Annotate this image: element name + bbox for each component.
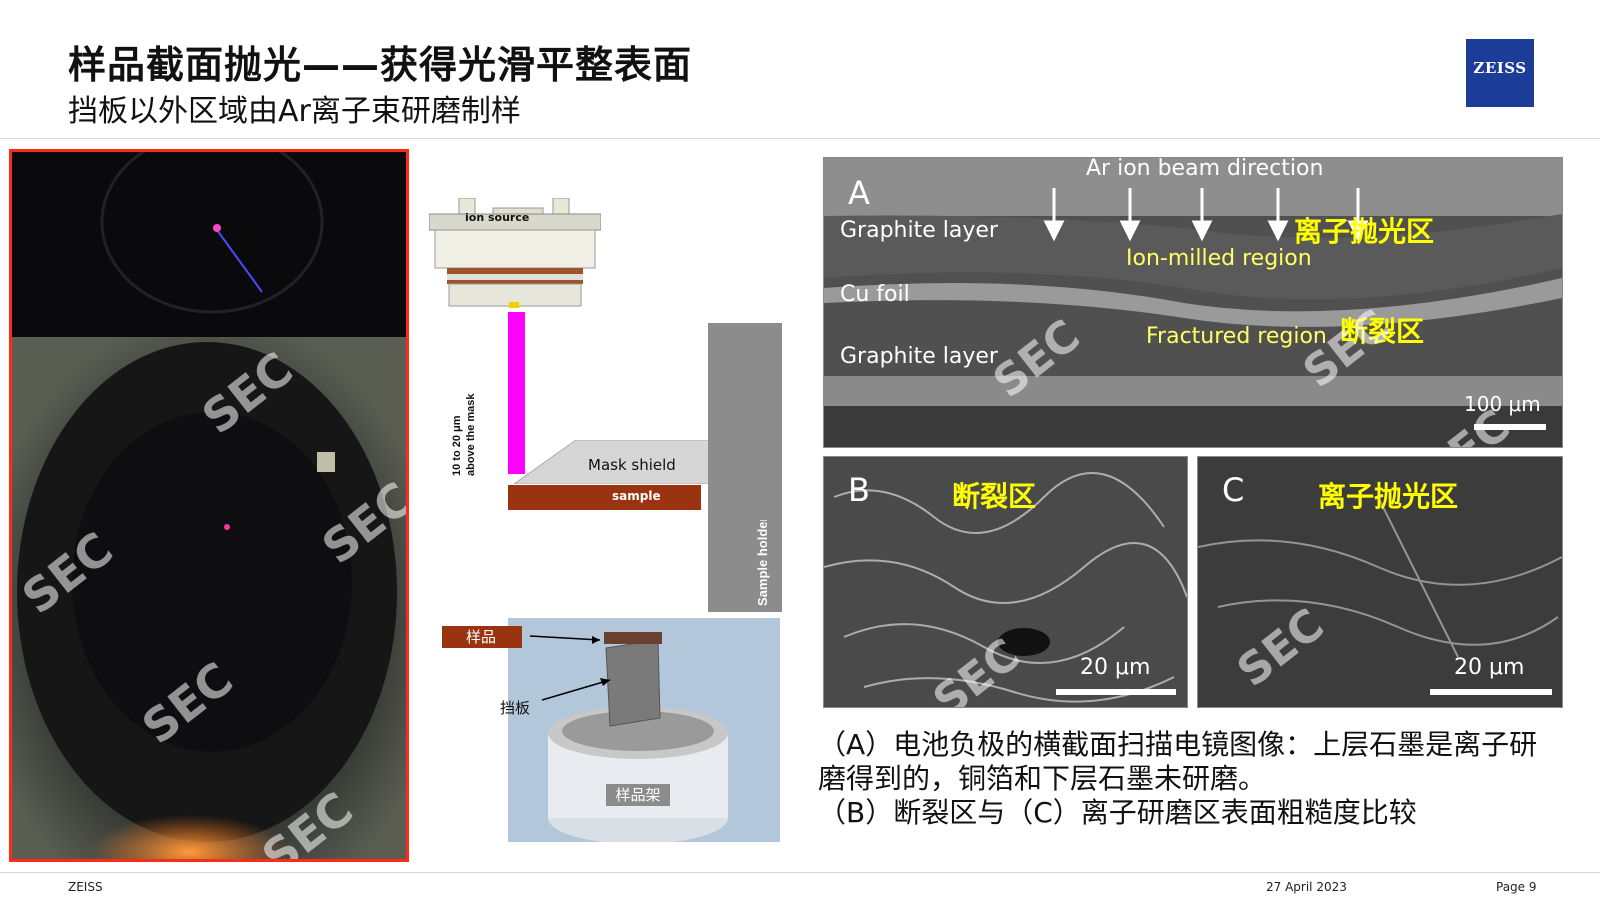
sem-b-scale: 20 μm [1080,655,1151,680]
ion-source-graphic: ion source [428,197,602,310]
ion-source-label: ion source [465,211,530,224]
sem-c-cn-label: 离子抛光区 [1318,480,1459,513]
sem-c-letter: C [1222,471,1245,509]
sem-a-graphic [824,158,1562,447]
caption-line-1: （A）电池负极的横截面扫描电镜图像：上层石墨是离子研 [818,728,1538,761]
sem-a-cu-foil: Cu foil [840,282,910,307]
sem-panel-c: C 离子抛光区 20 μm SEC [1197,456,1563,708]
sample-holder-arm [708,457,754,469]
slide-subtitle: 挡板以外区域由Ar离子束研磨制样 [68,94,521,129]
sample-label: sample [612,489,661,503]
sem-panel-a: A Ar ion beam direction Graphite layer I… [823,157,1563,448]
sem-b-cn-label: 断裂区 [952,480,1037,513]
sem-b-letter: B [848,471,870,509]
header-divider [0,138,1600,139]
holder-tag: 样品架 [606,784,670,806]
annotation-arrows [529,635,611,701]
slide-title: 样品截面抛光——获得光滑平整表面 [68,43,693,87]
footer-page-number: Page 9 [1496,880,1537,894]
zeiss-logo-text: ZEISS [1473,59,1527,77]
sem-c-scale: 20 μm [1454,655,1525,680]
sample-holder-photo [508,618,780,842]
sem-a-graphite-top: Graphite layer [840,218,998,243]
sem-a-letter: A [848,174,870,212]
ion-beam [508,312,525,474]
sem-c-graphic [1198,457,1562,707]
sample-holder-label: Sample holder [755,520,770,606]
beam-distance-label: 10 to 20 μm above the mask [446,378,526,478]
beam-label-line2: above the mask [465,393,477,476]
mask-shield-label: Mask shield [588,456,676,474]
sample-holder-label-wrap: Sample holder [717,516,777,610]
sem-a-beam-direction: Ar ion beam direction [1086,157,1324,181]
zeiss-logo: ZEISS [1466,39,1534,107]
sem-b-graphic [824,457,1187,707]
instrument-photo: SEC SEC SEC SEC SEC [9,149,409,862]
beam-label-line1: 10 to 20 μm [451,415,463,476]
figure-caption: （A）电池负极的横截面扫描电镜图像：上层石墨是离子研 磨得到的，铜箔和下层石墨未… [818,728,1598,830]
caption-line-3: （B）断裂区与（C）离子研磨区表面粗糙度比较 [818,796,1417,829]
footer-date: 27 April 2023 [1266,880,1347,894]
instrument-photo-graphic [12,152,406,859]
sample-graphic [508,485,701,510]
sem-a-scale: 100 μm [1464,392,1541,416]
sem-a-graphite-bottom: Graphite layer [840,344,998,369]
caption-line-2: 磨得到的，铜箔和下层石墨未研磨。 [818,762,1267,795]
sem-a-fractured: Fractured region [1146,324,1327,349]
sem-a-cn-fractured: 断裂区 [1340,315,1425,348]
footer-divider [0,872,1600,873]
mask-tag: 挡板 [500,699,531,717]
sample-tag: 样品 [442,626,522,648]
footer-brand: ZEISS [68,880,103,894]
sem-panel-b: B 断裂区 20 μm SEC [823,456,1188,708]
sem-a-ion-milled: Ion-milled region [1126,246,1312,271]
sem-a-cn-ion-polished: 离子抛光区 [1294,215,1435,248]
